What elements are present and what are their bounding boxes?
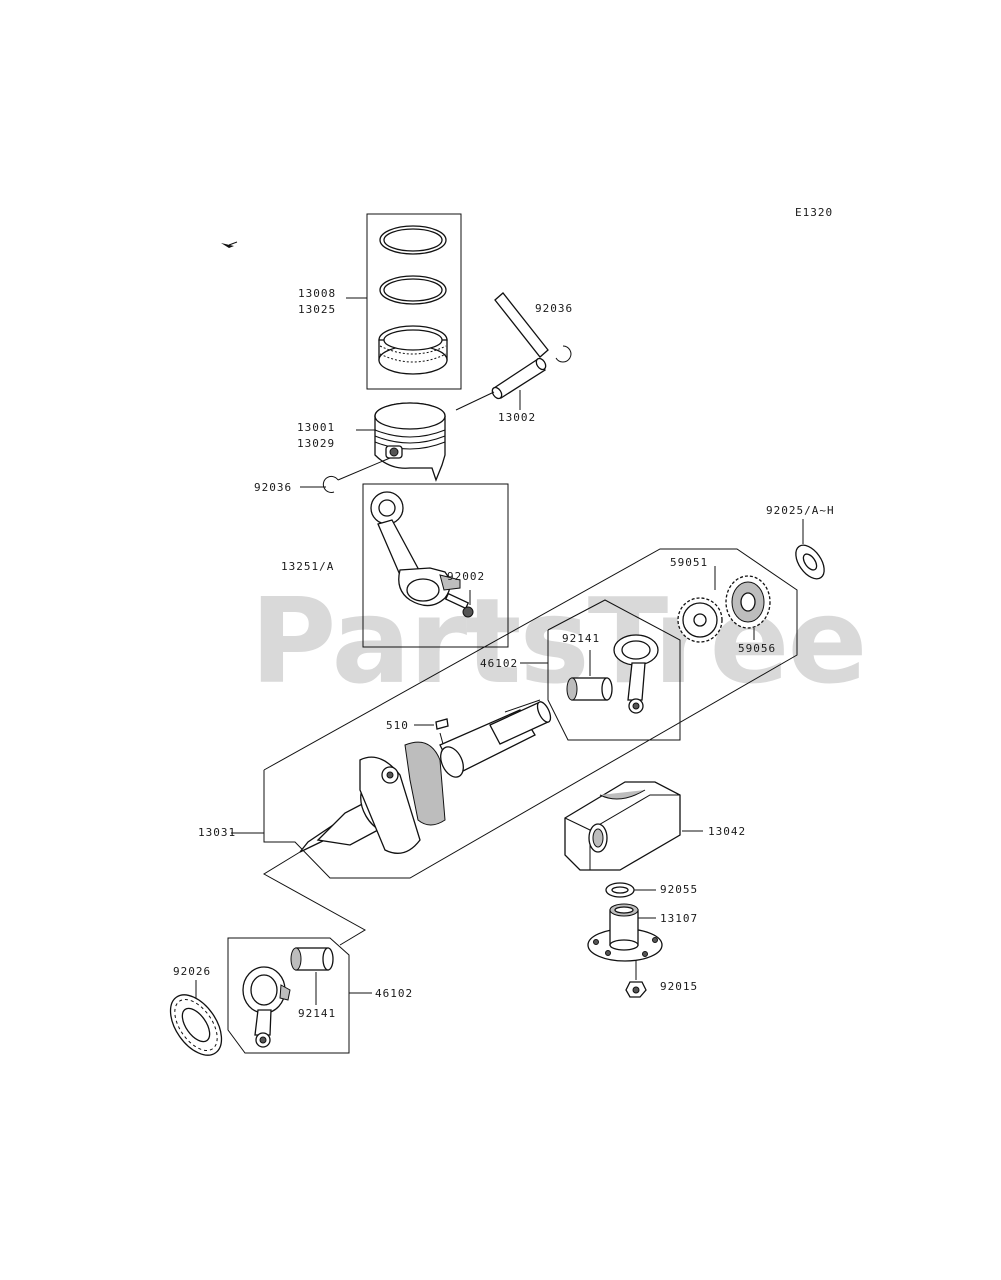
diagram-ref: E1320 bbox=[795, 206, 833, 219]
balancer-weight[interactable] bbox=[564, 781, 681, 871]
circlip-left[interactable] bbox=[322, 476, 339, 493]
bushing-top[interactable] bbox=[566, 677, 613, 701]
arrow-mark-icon bbox=[221, 241, 238, 248]
piston[interactable] bbox=[374, 402, 446, 482]
callout-weight: 13042 bbox=[708, 825, 746, 838]
balancer-arm-top[interactable] bbox=[613, 634, 659, 714]
callout-piston-b: 13029 bbox=[297, 437, 335, 450]
piston-rings-group[interactable] bbox=[366, 213, 462, 390]
callout-shaft: 13107 bbox=[660, 912, 698, 925]
oil-ring[interactable] bbox=[378, 325, 448, 375]
woodruff-key[interactable] bbox=[435, 718, 449, 730]
balancer-top-box bbox=[547, 599, 681, 741]
callout-balancer-top: 46102 bbox=[480, 657, 518, 670]
conrod-box bbox=[362, 483, 509, 648]
conrod-bolt[interactable] bbox=[444, 592, 474, 618]
callout-clip-top: 92036 bbox=[535, 302, 573, 315]
bushing-bottom[interactable] bbox=[290, 947, 334, 971]
callout-piston-a: 13001 bbox=[297, 421, 335, 434]
callout-balancer-bottom: 46102 bbox=[375, 987, 413, 1000]
gear-59056[interactable] bbox=[725, 575, 771, 629]
piston-pin[interactable] bbox=[490, 292, 549, 400]
connecting-rod[interactable] bbox=[370, 491, 461, 607]
callout-pin: 13002 bbox=[498, 411, 536, 424]
callout-gear-a: 59051 bbox=[670, 556, 708, 569]
callout-crankshaft: 13031 bbox=[198, 826, 236, 839]
nut[interactable] bbox=[625, 981, 647, 998]
callout-bushing-bottom: 92141 bbox=[298, 1007, 336, 1020]
crankshaft-assembly-outline bbox=[263, 548, 798, 879]
balancer-shaft[interactable] bbox=[587, 903, 663, 962]
piston-ring-2[interactable] bbox=[379, 275, 447, 305]
callout-conrod: 13251/A bbox=[281, 560, 334, 573]
shim-washer[interactable] bbox=[790, 540, 830, 584]
crankshaft[interactable] bbox=[299, 699, 553, 854]
callout-nut: 92015 bbox=[660, 980, 698, 993]
balancer-arm-bottom[interactable] bbox=[242, 966, 291, 1048]
gear-59051[interactable] bbox=[677, 597, 723, 643]
callout-ring-a: 13008 bbox=[298, 287, 336, 300]
balancer-bottom-box bbox=[227, 937, 350, 1054]
watermark: PartsTree bbox=[250, 572, 866, 710]
oil-seal[interactable] bbox=[160, 986, 232, 1065]
piston-ring-1[interactable] bbox=[379, 225, 447, 255]
callout-washer: 92055 bbox=[660, 883, 698, 896]
callout-clip-left: 92036 bbox=[254, 481, 292, 494]
callout-conrod-bolt: 92002 bbox=[447, 570, 485, 583]
callout-bushing-top: 92141 bbox=[562, 632, 600, 645]
washer[interactable] bbox=[605, 882, 635, 898]
callout-key: 510 bbox=[386, 719, 409, 732]
circlip-top[interactable] bbox=[555, 345, 572, 363]
callout-shim: 92025/A~H bbox=[766, 504, 835, 517]
callout-seal: 92026 bbox=[173, 965, 211, 978]
callout-gear-b: 59056 bbox=[738, 642, 776, 655]
rings-box bbox=[366, 213, 462, 390]
callout-ring-b: 13025 bbox=[298, 303, 336, 316]
